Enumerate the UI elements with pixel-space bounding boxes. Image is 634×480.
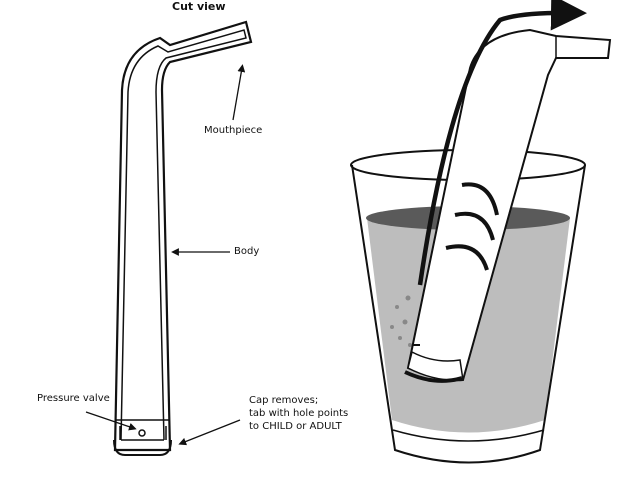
cap-arrow xyxy=(178,419,241,446)
cut-view-title: Cut view xyxy=(172,0,226,13)
cap-label-line2: tab with hole points xyxy=(249,408,349,419)
mouthpiece-arrow xyxy=(232,64,246,121)
inhaler-cut-view xyxy=(113,20,253,456)
pressure-valve-label: Pressure valve xyxy=(37,393,110,404)
pressure-valve-arrow xyxy=(85,411,137,431)
leader-arrows xyxy=(85,64,246,446)
inhaler-in-glass xyxy=(404,28,612,383)
mouthpiece-label: Mouthpiece xyxy=(204,125,263,136)
bubbles xyxy=(390,295,412,347)
cap-label-line1: Cap removes; xyxy=(249,395,319,406)
airflow-arrow xyxy=(417,0,587,286)
body-label: Body xyxy=(234,246,260,257)
cap-label-line3: to CHILD or ADULT xyxy=(249,421,342,432)
